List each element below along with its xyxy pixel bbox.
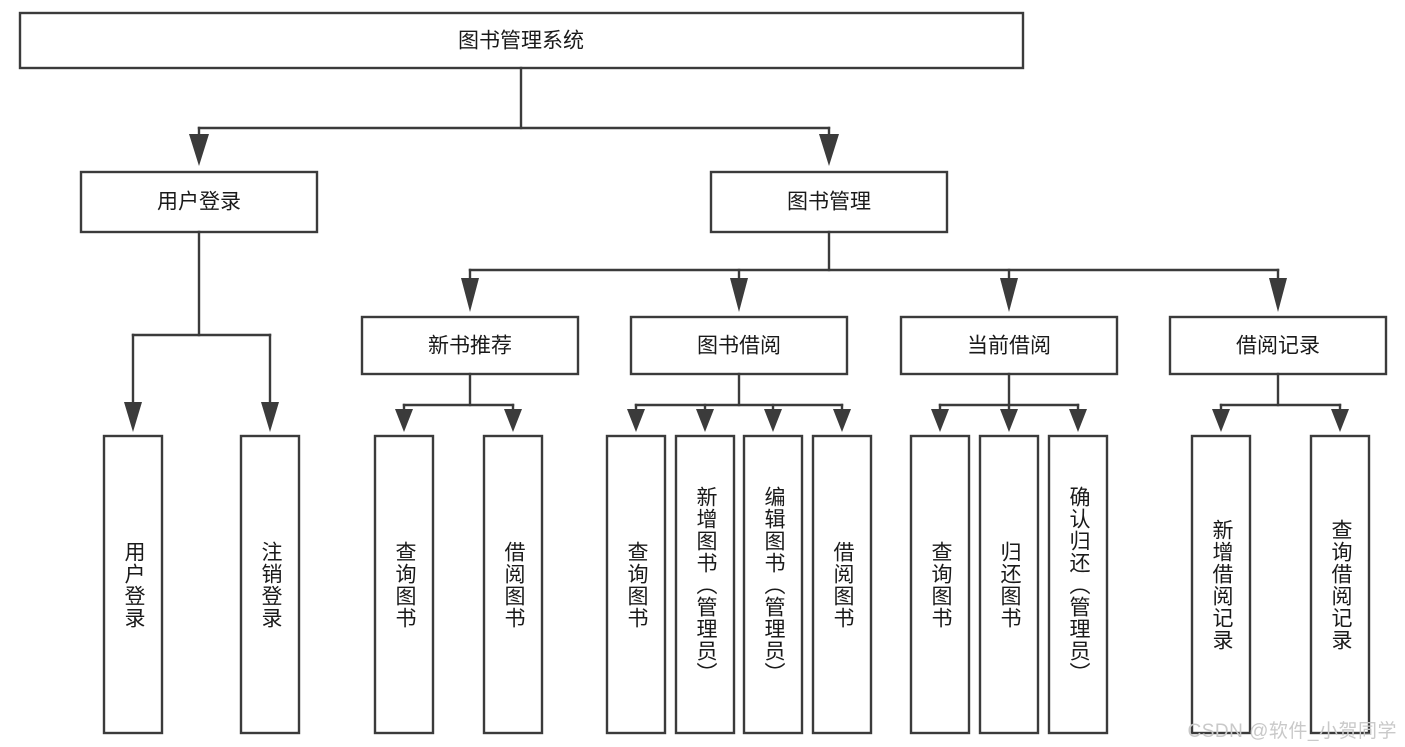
arrow-to-borrow-record xyxy=(1269,278,1287,312)
arrow-new-book-leaf2 xyxy=(504,409,522,432)
leaf-current-confirm-box[interactable] xyxy=(1047,434,1109,735)
leaf-record-query-box[interactable] xyxy=(1309,434,1371,735)
arrow-to-current-borrow xyxy=(1000,278,1018,312)
arrow-current-borrow-leaf1 xyxy=(931,409,949,432)
leaf-borrow-edit-box[interactable] xyxy=(742,434,804,735)
arrow-new-book-leaf1 xyxy=(395,409,413,432)
node-user-login-label: 用户登录 xyxy=(157,191,241,214)
leaf-newbook-borrow-box[interactable] xyxy=(482,434,544,735)
arrow-to-new-book xyxy=(461,278,479,312)
node-current-borrow-label: 当前借阅 xyxy=(967,335,1051,358)
node-book-manage-box[interactable] xyxy=(709,170,949,234)
arrow-book-borrow-leaf1 xyxy=(627,409,645,432)
leaf-borrow-lend-box[interactable] xyxy=(811,434,873,735)
leaf-current-query-box[interactable] xyxy=(909,434,971,735)
leaf-user-login-box[interactable] xyxy=(102,434,164,735)
node-root-box[interactable] xyxy=(18,11,1025,70)
node-borrow-record-label: 借阅记录 xyxy=(1236,335,1320,358)
arrow-to-book-borrow xyxy=(730,278,748,312)
arrow-user-login-leaf1 xyxy=(124,402,142,432)
leaf-borrow-query-box[interactable] xyxy=(605,434,667,735)
node-book-manage-label: 图书管理 xyxy=(787,191,871,214)
arrow-current-borrow-leaf3 xyxy=(1069,409,1087,432)
arrow-borrow-record-leaf1 xyxy=(1212,409,1230,432)
arrow-current-borrow-leaf2 xyxy=(1000,409,1018,432)
node-current-borrow-box[interactable] xyxy=(899,315,1119,376)
node-borrow-record-box[interactable] xyxy=(1168,315,1388,376)
arrow-book-borrow-leaf2 xyxy=(696,409,714,432)
arrow-book-borrow-leaf3 xyxy=(764,409,782,432)
node-book-borrow-label: 图书借阅 xyxy=(697,335,781,358)
leaf-record-add-box[interactable] xyxy=(1190,434,1252,735)
node-root-label: 图书管理系统 xyxy=(458,30,584,53)
node-book-borrow-box[interactable] xyxy=(629,315,849,376)
arrow-to-user-login xyxy=(189,134,209,166)
csdn-watermark: CSDN @软件_小贺同学 xyxy=(1187,721,1397,742)
arrow-borrow-record-leaf2 xyxy=(1331,409,1349,432)
leaf-current-return-box[interactable] xyxy=(978,434,1040,735)
node-new-book-label: 新书推荐 xyxy=(428,335,512,358)
arrow-to-book-manage xyxy=(819,134,839,166)
leaf-newbook-query-box[interactable] xyxy=(373,434,435,735)
arrow-user-login-leaf2 xyxy=(261,402,279,432)
leaf-user-logout-box[interactable] xyxy=(239,434,301,735)
node-new-book-box[interactable] xyxy=(360,315,580,376)
arrow-book-borrow-leaf4 xyxy=(833,409,851,432)
leaf-borrow-add-box[interactable] xyxy=(674,434,736,735)
